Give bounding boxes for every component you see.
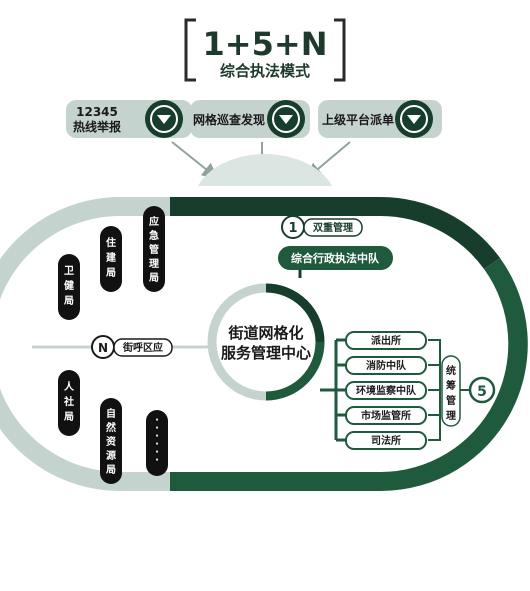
title-subtitle: 综合执法模式: [220, 62, 310, 80]
unit-market: [345, 406, 427, 425]
svg-text:应: 应: [149, 215, 159, 228]
track-right-segment: [170, 258, 528, 492]
svg-text:自: 自: [106, 407, 116, 420]
input-grid-patrol: 网格巡查发现: [190, 100, 310, 138]
dept-social: [58, 370, 80, 436]
svg-text:局: 局: [105, 464, 116, 476]
svg-text:局: 局: [63, 295, 74, 307]
svg-text:·: ·: [155, 431, 159, 442]
unit-environment: [345, 381, 427, 400]
top-branch: 1 双重管理 综合行政执法中队: [278, 215, 393, 270]
dept-emergency: [143, 206, 165, 292]
right-branch-number-badge: [468, 376, 496, 404]
svg-text:·: ·: [155, 415, 159, 426]
svg-text:·: ·: [155, 455, 159, 466]
input-dispatch-label: 上级平台派单: [322, 112, 394, 127]
svg-text:建: 建: [105, 251, 117, 264]
svg-text:管: 管: [149, 243, 159, 256]
unit-police: [345, 331, 427, 350]
svg-text:理: 理: [446, 410, 456, 422]
svg-text:局: 局: [63, 411, 74, 423]
dept-more: [146, 410, 168, 476]
input-hotline-line2: 热线举报: [73, 119, 121, 134]
chevron-down-glyph: [279, 115, 293, 124]
top-branch-box-label: 综合行政执法中队: [291, 251, 380, 265]
top-branch-number: 1: [288, 221, 297, 236]
center-line1: 街道网格化: [227, 324, 303, 342]
outer-track: [0, 196, 528, 492]
svg-text:派出所: 派出所: [371, 334, 401, 347]
svg-text:健: 健: [64, 279, 74, 292]
svg-text:社: 社: [63, 395, 74, 408]
right-bracket: [334, 18, 346, 82]
input-dispatch: 上级平台派单: [318, 100, 442, 138]
svg-text:统: 统: [446, 364, 456, 377]
left-bracket: [184, 18, 196, 82]
svg-text:·: ·: [155, 439, 159, 450]
center-line2: 服务管理中心: [221, 344, 311, 362]
top-branch-tag-box: [303, 218, 363, 237]
svg-text:·: ·: [155, 447, 159, 458]
unit-justice: [345, 431, 427, 450]
dept-natural-resources: [100, 398, 122, 484]
svg-text:司法所: 司法所: [371, 434, 401, 447]
dept-health: [58, 254, 80, 320]
svg-text:·: ·: [155, 423, 159, 434]
right-units: 派出所 消防中队 环境监察中队 市场监管所 司法所: [345, 331, 427, 450]
right-branch-number: 5: [477, 384, 487, 400]
chevron-ring: [150, 105, 178, 133]
svg-text:市场监管所: 市场监管所: [361, 409, 411, 422]
left-branch-tag-box: [113, 338, 173, 357]
track-top-right-segment: [170, 196, 500, 269]
center-hub: 街道网格化 服务管理中心: [207, 283, 325, 401]
left-branch-number: N: [98, 341, 108, 355]
intake-dome: [198, 154, 332, 186]
title-number: 1+5+N: [203, 25, 328, 63]
svg-text:局: 局: [148, 272, 159, 284]
top-branch-box: [278, 246, 393, 270]
arrow-dispatch: [305, 141, 351, 180]
svg-text:局: 局: [105, 267, 116, 279]
top-branch-tag: 双重管理: [313, 221, 353, 234]
svg-text:卫: 卫: [64, 265, 74, 277]
input-hotline-line1: 12345: [76, 105, 118, 119]
unit-fire: [345, 356, 427, 375]
department-pills: 卫 健 局 住 建 局 应 急 管 理 局 人 社 局 自 然 资 源 局 · …: [58, 206, 168, 484]
svg-text:急: 急: [149, 229, 159, 242]
svg-text:理: 理: [149, 258, 159, 270]
chevron-down-glyph: [407, 115, 421, 124]
right-coordination: 统 筹 管 理 5: [428, 339, 496, 441]
svg-text:资: 资: [106, 435, 116, 448]
svg-text:然: 然: [106, 421, 116, 434]
chevron-ring: [272, 105, 300, 133]
dept-housing: [100, 226, 122, 292]
svg-text:管: 管: [446, 394, 456, 407]
svg-text:筹: 筹: [446, 379, 456, 392]
input-grid-patrol-label: 网格巡查发现: [193, 112, 265, 127]
svg-text:源: 源: [106, 449, 116, 462]
svg-text:消防中队: 消防中队: [366, 359, 407, 372]
svg-text:环境监察中队: 环境监察中队: [356, 384, 417, 397]
center-ring-green-arc: [265, 341, 325, 401]
chevron-down-glyph: [157, 115, 171, 124]
svg-text:人: 人: [64, 380, 75, 393]
center-ring-dark-arc: [265, 283, 325, 343]
chevron-ring: [400, 105, 428, 133]
arrow-hotline: [171, 141, 219, 179]
left-branch: N 街呼区应: [91, 335, 173, 359]
svg-text:住: 住: [106, 236, 116, 249]
title-block: 1+5+N 综合执法模式: [184, 18, 346, 82]
left-branch-tag: 街呼区应: [122, 341, 163, 354]
input-hotline: 12345 热线举报: [66, 100, 192, 138]
